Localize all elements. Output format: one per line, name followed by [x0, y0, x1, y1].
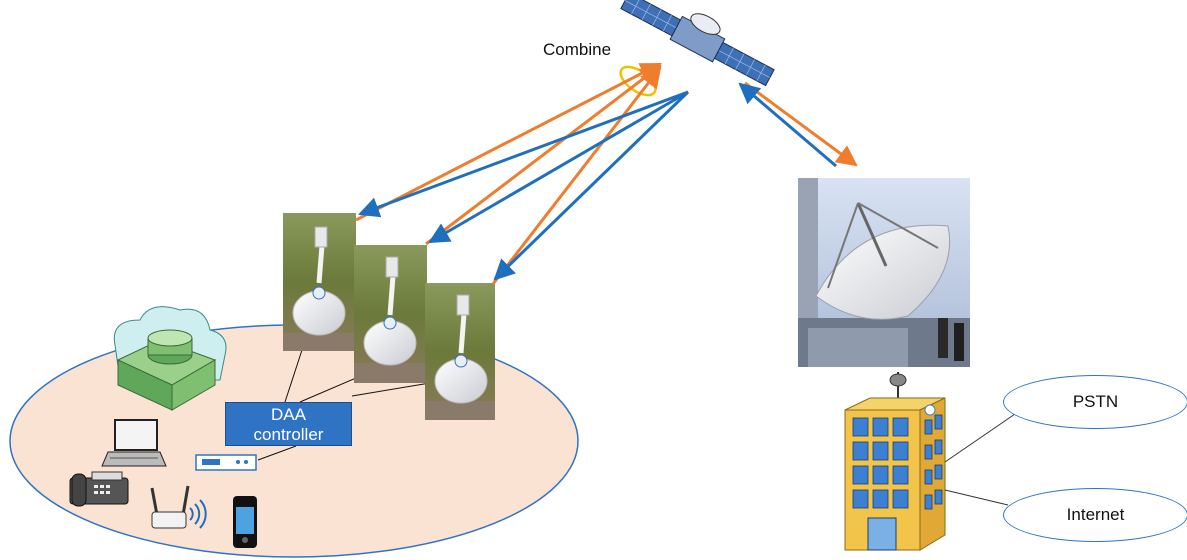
office-building-icon	[844, 372, 946, 551]
pda-icon	[233, 496, 257, 548]
terminal-dish-icon	[283, 213, 495, 420]
satellite-icon	[620, 0, 775, 87]
building-icon	[113, 306, 227, 411]
ground-station-dish-icon	[798, 178, 970, 367]
fax-icon	[69, 471, 129, 507]
wifi-access-point-icon	[150, 485, 207, 529]
downlink-arrows	[358, 82, 837, 281]
internet-node: Internet	[1003, 488, 1187, 542]
internet-label: Internet	[1066, 505, 1125, 524]
daa-controller-box: DAA controller	[225, 402, 352, 446]
modem-icon	[195, 454, 257, 471]
daa-controller-label-line2: controller	[253, 425, 324, 444]
pstn-label: PSTN	[1072, 392, 1119, 411]
laptop-icon	[101, 419, 167, 467]
network-links	[944, 413, 1016, 506]
daa-controller-label-line1: DAA	[271, 405, 306, 424]
combine-label: Combine	[543, 40, 612, 59]
uplink-arrows	[355, 62, 858, 285]
pstn-node: PSTN	[1003, 375, 1187, 429]
